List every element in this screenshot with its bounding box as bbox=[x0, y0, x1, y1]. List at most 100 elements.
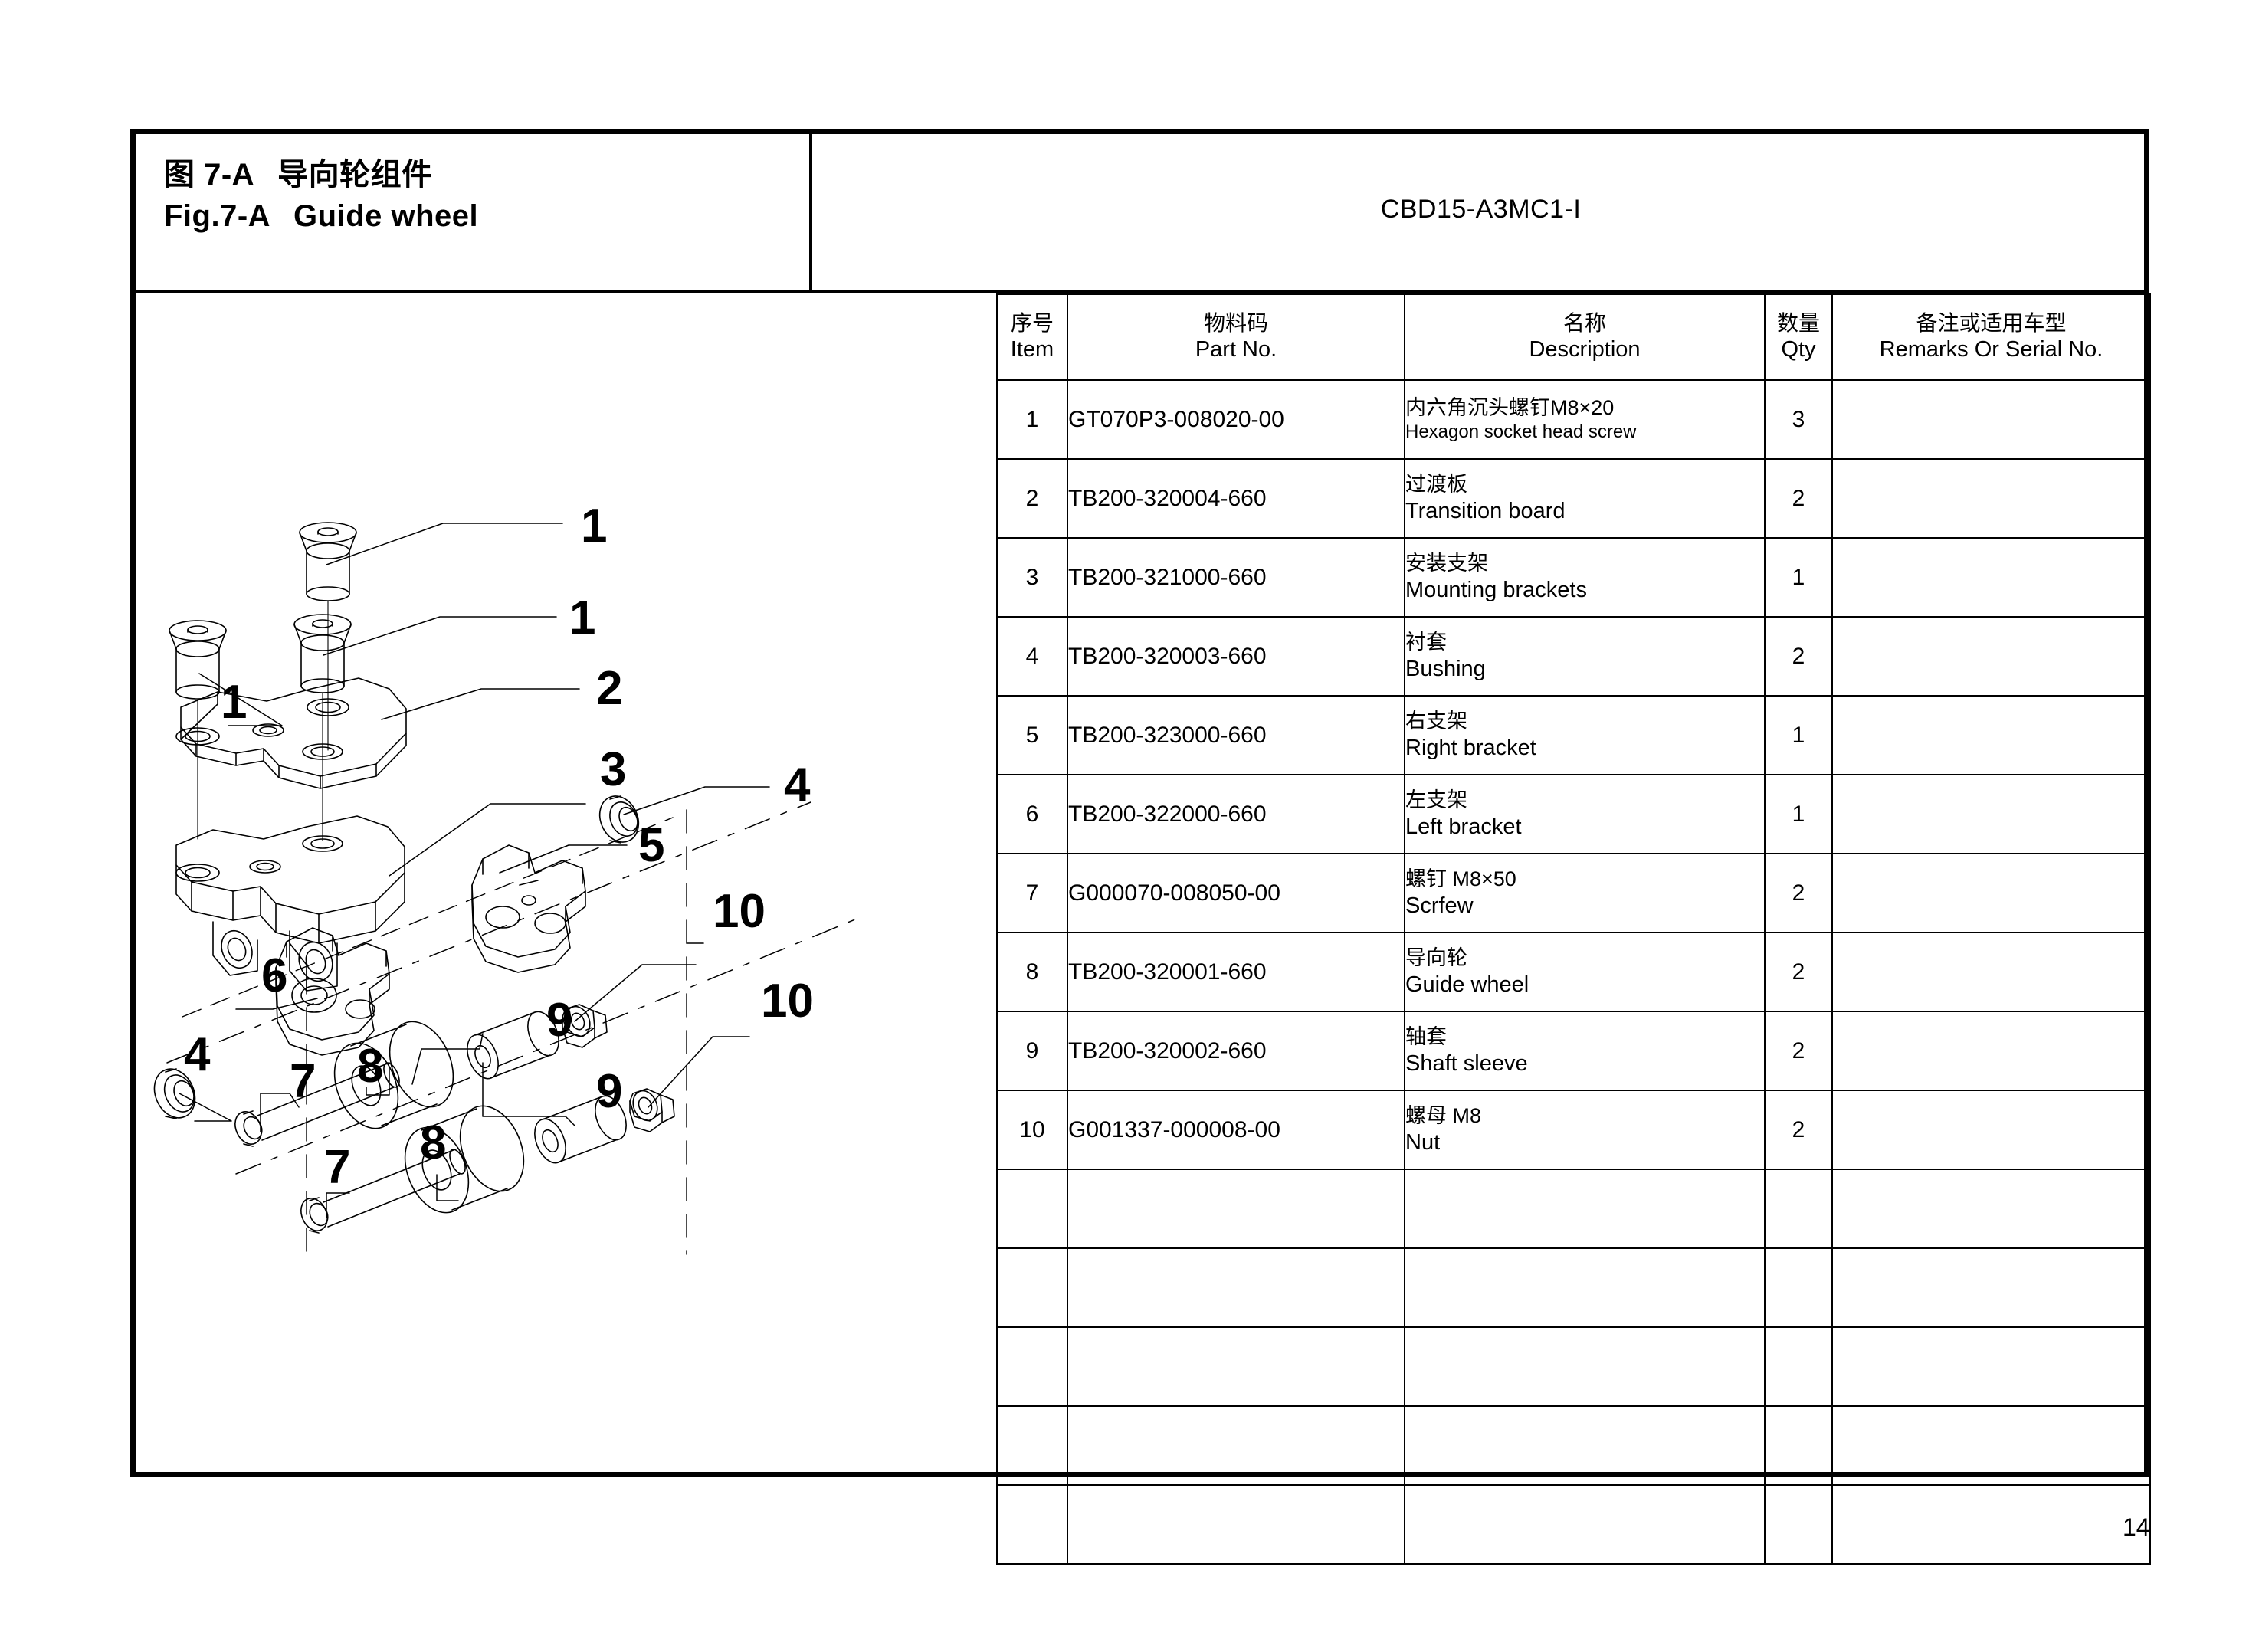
callout-number: 9 bbox=[546, 994, 572, 1047]
shaft-sleeve-part bbox=[534, 1095, 627, 1164]
figure-label-en: Fig.7-A bbox=[164, 199, 271, 233]
description-cn: 螺钉 M8×50 bbox=[1405, 867, 1516, 891]
mounting-bracket-part bbox=[175, 815, 405, 992]
cell-remarks bbox=[1831, 1011, 2151, 1091]
description-en: Scrfew bbox=[1405, 893, 1474, 919]
header-cell-description: 名称 Description bbox=[1404, 293, 1766, 381]
cell-qty: 1 bbox=[1764, 537, 1833, 618]
figure-name-en: Guide wheel bbox=[293, 199, 479, 233]
bushing-part bbox=[598, 795, 640, 844]
callout-number: 2 bbox=[596, 662, 622, 715]
model-header: CBD15-A3MC1-I bbox=[812, 129, 2149, 293]
table-header-row: 序号 Item 物料码 Part No. 名称 Description 数量 Q… bbox=[996, 293, 2151, 381]
cell-qty: 3 bbox=[1764, 379, 1833, 460]
header-qty-cn: 数量 bbox=[1776, 311, 1820, 336]
table-row bbox=[996, 1169, 2151, 1249]
header-remarks-cn: 备注或适用车型 bbox=[1916, 311, 2067, 336]
screw-head-icon bbox=[169, 620, 227, 700]
callout-number: 10 bbox=[761, 975, 814, 1028]
description-en: Left bracket bbox=[1405, 815, 1522, 840]
bushing-part bbox=[153, 1068, 196, 1119]
parts-list-table: 序号 Item 物料码 Part No. 名称 Description 数量 Q… bbox=[996, 293, 2151, 1565]
cell-remarks bbox=[1831, 537, 2151, 618]
cell-qty bbox=[1764, 1326, 1833, 1407]
cell-remarks bbox=[1831, 616, 2151, 697]
cell-item: 3 bbox=[996, 537, 1068, 618]
leader-lines bbox=[179, 523, 770, 1218]
cell-remarks bbox=[1831, 1169, 2151, 1249]
figure-label-cn: 图 7-A bbox=[164, 158, 255, 192]
cell-item: 6 bbox=[996, 774, 1068, 854]
nut-part bbox=[562, 1004, 608, 1048]
header-cell-remarks: 备注或适用车型 Remarks Or Serial No. bbox=[1831, 293, 2151, 381]
cell-remarks bbox=[1831, 458, 2151, 539]
page-number: 14 bbox=[2123, 1513, 2150, 1541]
callout-number: 3 bbox=[600, 743, 626, 796]
parts-table-header: 序号 Item 物料码 Part No. 名称 Description 数量 Q… bbox=[996, 293, 2151, 381]
cell-part-no: TB200-323000-660 bbox=[1067, 695, 1405, 775]
screw-head-icon bbox=[293, 614, 352, 693]
cell-description bbox=[1404, 1247, 1766, 1328]
cell-item: 4 bbox=[996, 616, 1068, 697]
description-en: Bushing bbox=[1405, 657, 1486, 682]
cell-remarks bbox=[1831, 853, 2151, 933]
cell-remarks bbox=[1831, 932, 2151, 1012]
cell-qty bbox=[1764, 1247, 1833, 1328]
description-cn: 内六角沉头螺钉M8×20 bbox=[1405, 396, 1615, 420]
description-en: Mounting brackets bbox=[1405, 578, 1587, 603]
cell-item: 1 bbox=[996, 379, 1068, 460]
cell-remarks bbox=[1831, 1247, 2151, 1328]
cell-qty bbox=[1764, 1169, 1833, 1249]
header-part-no-cn: 物料码 bbox=[1203, 311, 1268, 336]
cell-remarks bbox=[1831, 1405, 2151, 1486]
description-cn: 过渡板 bbox=[1405, 473, 1467, 497]
cell-part-no: G001337-000008-00 bbox=[1067, 1090, 1405, 1170]
cell-item: 10 bbox=[996, 1090, 1068, 1170]
cell-remarks bbox=[1831, 1090, 2151, 1170]
guide-wheel-part bbox=[404, 1105, 525, 1214]
header-remarks-en: Remarks Or Serial No. bbox=[1879, 337, 2103, 362]
shaft-sleeve-part bbox=[467, 1011, 559, 1080]
cell-remarks bbox=[1831, 774, 2151, 854]
cell-part-no: GT070P3-008020-00 bbox=[1067, 379, 1405, 460]
description-cn: 左支架 bbox=[1405, 788, 1467, 812]
header-cell-item: 序号 Item bbox=[996, 293, 1068, 381]
description-cn: 右支架 bbox=[1405, 710, 1467, 733]
description-en: Transition board bbox=[1405, 499, 1566, 524]
cell-item bbox=[996, 1247, 1068, 1328]
description-en: Shaft sleeve bbox=[1405, 1051, 1528, 1077]
cell-description: 左支架 Left bracket bbox=[1404, 774, 1766, 854]
cell-part-no bbox=[1067, 1169, 1405, 1249]
cell-remarks bbox=[1831, 379, 2151, 460]
callout-number: 4 bbox=[184, 1028, 211, 1081]
cell-part-no: TB200-320004-660 bbox=[1067, 458, 1405, 539]
model-number: CBD15-A3MC1-I bbox=[1380, 195, 1582, 224]
cell-qty: 2 bbox=[1764, 616, 1833, 697]
cell-remarks bbox=[1831, 695, 2151, 775]
callout-number: 4 bbox=[784, 759, 811, 811]
description-cn: 螺母 M8 bbox=[1405, 1104, 1482, 1128]
cell-qty bbox=[1764, 1405, 1833, 1486]
table-row bbox=[996, 1484, 2151, 1565]
guide-wheel-part bbox=[333, 1021, 454, 1129]
callout-number: 5 bbox=[638, 819, 664, 872]
cell-item bbox=[996, 1484, 1068, 1565]
screw-head-icon bbox=[299, 522, 357, 601]
figure-name-cn: 导向轮组件 bbox=[277, 158, 433, 192]
